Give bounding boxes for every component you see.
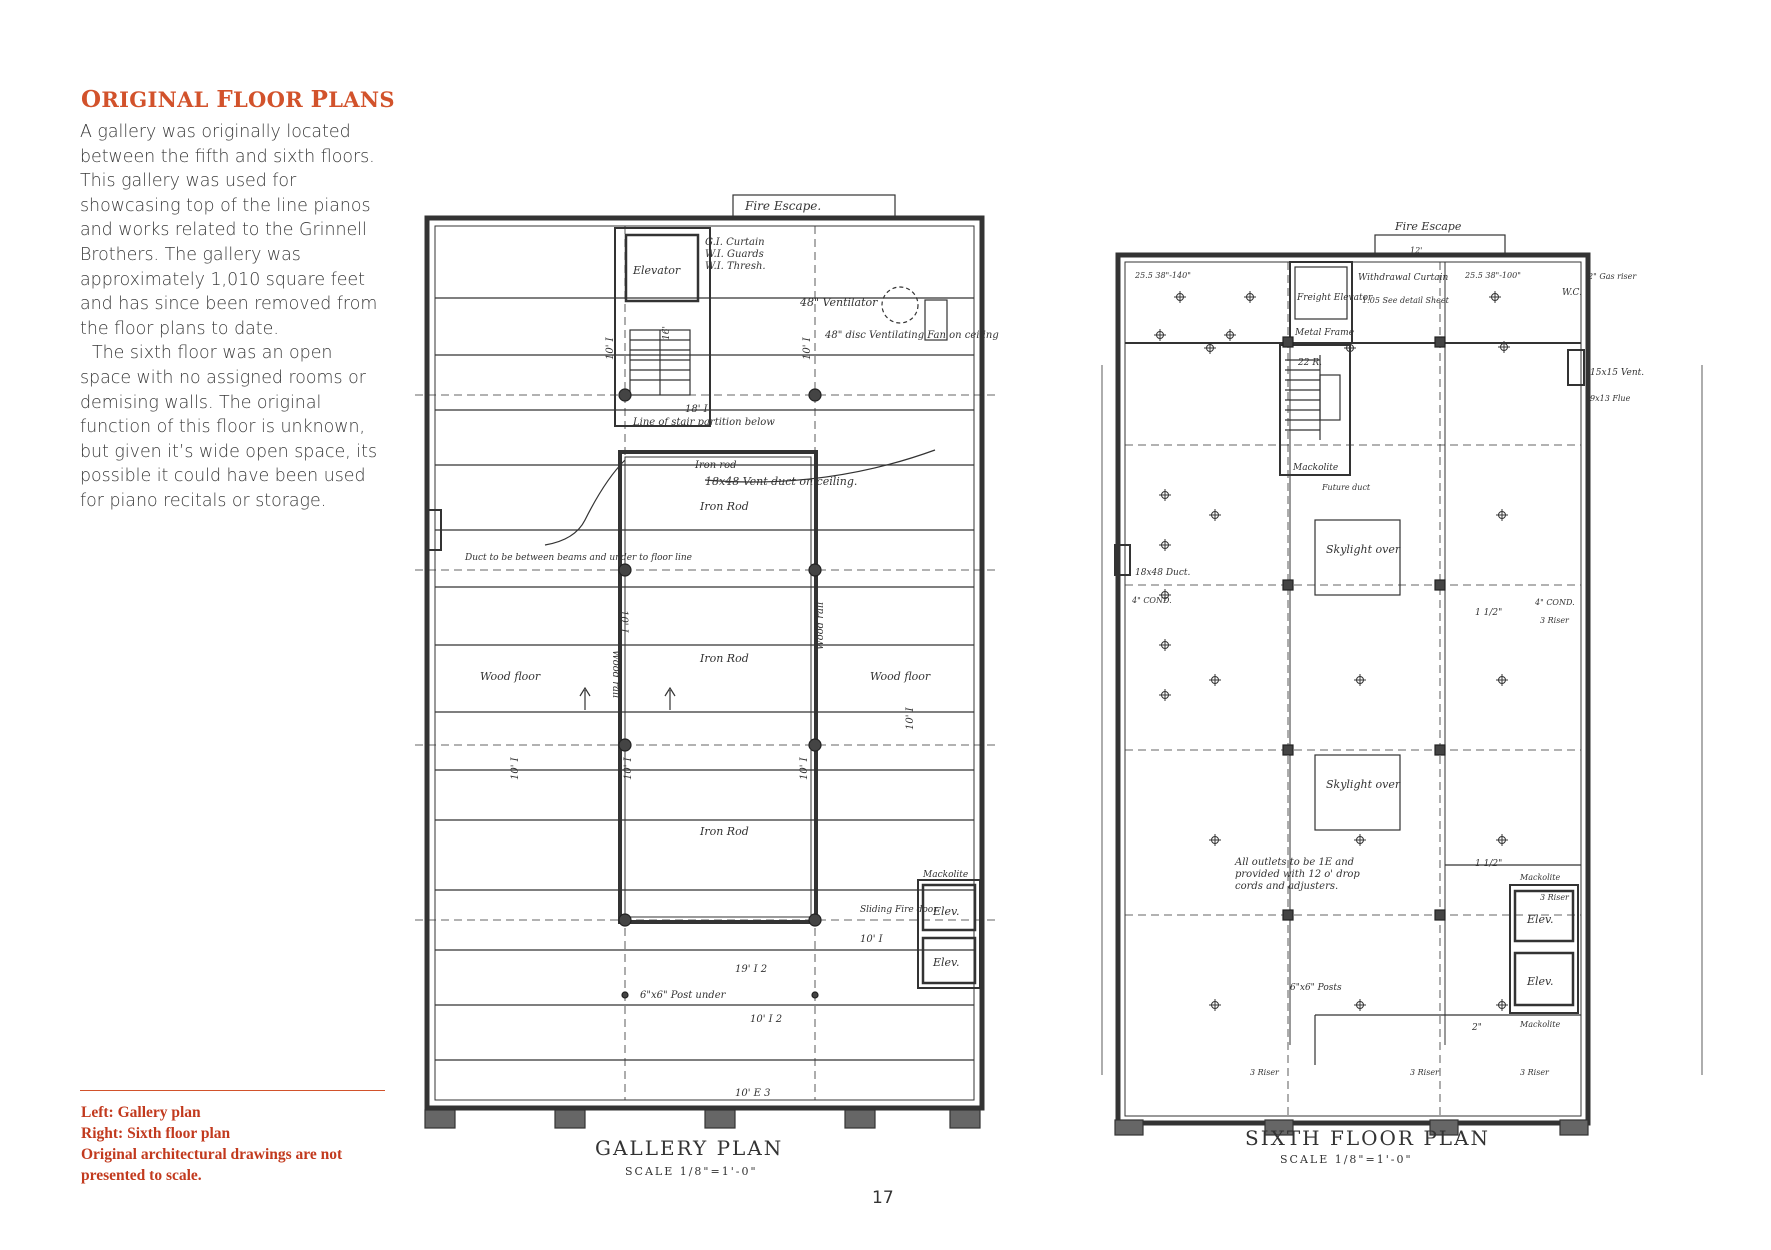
label-riser-right: 3 Riser [1540, 616, 1570, 625]
label-cond-right: 4" COND. [1534, 598, 1575, 607]
label-posts: 6"x6" Posts [1290, 983, 1342, 993]
label-dim-10-4: 10' I [799, 756, 810, 780]
title-initial: F [216, 86, 233, 113]
label-dim-16: 16' [662, 326, 672, 340]
label-iron-rod-3: Iron Rod [699, 652, 749, 665]
label-riser-4: 3 Riser [1540, 893, 1570, 902]
label-duct-18: 18x48 Duct. [1135, 568, 1191, 578]
label-thresh: W.I. Thresh. [705, 261, 766, 272]
label-mackolite-2: Mackolite [1519, 873, 1560, 882]
label-fire-escape-sixth: Fire Escape [1394, 220, 1462, 233]
label-dim-10-6: 10' I 2 [750, 1014, 782, 1025]
label-ventilator: 48" Ventilator [799, 296, 878, 309]
label-future-duct: Future duct [1321, 483, 1371, 492]
label-riser-3: 3 Riser [1520, 1068, 1550, 1077]
label-see-detail: 1:05 See detail Sheet [1362, 296, 1450, 305]
label-iron-rod-4: Iron Rod [699, 825, 749, 838]
outlets-note-line: provided with 12 o' drop [1235, 869, 1360, 880]
label-dim-1-1: 1 1/2" [1475, 608, 1502, 618]
label-metal-frame: Metal Frame [1294, 328, 1354, 338]
label-fire-escape: Fire Escape. [744, 199, 821, 213]
sixth-plan-scale: SCALE 1/8"=1'-0" [1280, 1153, 1413, 1166]
label-sliding-fire-door: Sliding Fire door [860, 905, 938, 915]
label-freight-elevator: Freight Elevator [1296, 293, 1373, 303]
sixth-plan-title: SIXTH FLOOR PLAN [1245, 1126, 1490, 1150]
caption-line-note: Original architectural drawings are not … [81, 1146, 343, 1184]
label-wc: W.C. [1562, 288, 1582, 298]
label-skylight-2: Skylight over [1326, 778, 1401, 791]
label-dim-19: 19' I 2 [735, 964, 767, 975]
intro-paragraph-sixth-floor: The sixth floor was an open space with n… [80, 343, 378, 511]
label-dim-10-10: 10' I [802, 336, 813, 360]
label-dim-10-7: 10' I [860, 934, 884, 945]
label-dim-12: 12' [1410, 246, 1422, 255]
intro-text: A gallery was originally located between… [80, 120, 385, 514]
title-word: LOOR [232, 87, 311, 112]
label-elev-2: Elev. [932, 956, 959, 969]
label-duct-between: Duct to be between beams and under to fl… [464, 553, 692, 563]
label-mackolite: Mackolite [922, 870, 968, 880]
outlets-note-line: cords and adjusters. [1235, 881, 1338, 892]
label-dim-2: 2" [1471, 1023, 1482, 1033]
title-word: LANS [328, 87, 395, 112]
label-dim-18: 18' I [685, 404, 709, 415]
label-iron-rod: Iron rod [694, 460, 737, 471]
label-dim-10-3: 10' I [623, 756, 634, 780]
label-dim-1-2: 1 1/2" [1475, 859, 1502, 869]
label-elev-1: Elev. [932, 905, 959, 918]
label-vent-duct: 18x48 Vent duct on ceiling. [705, 475, 857, 488]
caption-line-right: Right: Sixth floor plan [81, 1125, 231, 1142]
gallery-plan-scale: SCALE 1/8"=1'-0" [625, 1165, 758, 1178]
label-outlet-a: 25.5 38"-140" [1134, 271, 1191, 280]
gallery-plan-drawing: Fire Escape. Elevator G.I. Curtain W.I. … [405, 190, 1025, 1190]
label-gas-riser: 2" Gas riser [1587, 272, 1637, 281]
label-dim-10-9: 10' I [605, 336, 616, 360]
label-dim-10-5: 10' I [905, 706, 916, 730]
sixth-floor-plan-svg: Fire Escape Freight Elevator Metal Frame… [1101, 220, 1703, 1166]
sixth-floor-plan-drawing: Fire Escape Freight Elevator Metal Frame… [1090, 215, 1730, 1195]
intro-paragraph-gallery: A gallery was originally located between… [80, 122, 378, 339]
label-riser-1: 3 Riser [1250, 1068, 1280, 1077]
title-word: RIGINAL [101, 87, 217, 112]
title-initial: O [81, 86, 102, 113]
label-dim-22: 22 R. [1297, 358, 1322, 368]
gallery-plan-svg: Fire Escape. Elevator G.I. Curtain W.I. … [415, 194, 999, 1178]
title-initial: P [310, 86, 329, 113]
label-dim-10-8: 10' E 3 [735, 1088, 771, 1099]
label-dim-10-1: 10' I [618, 610, 629, 634]
label-wood-floor-right: Wood floor [870, 670, 931, 683]
label-mackolite-3: Mackolite [1519, 1020, 1560, 1029]
label-iron-rod-2: Iron Rod [699, 500, 749, 513]
label-riser-2: 3 Riser [1410, 1068, 1440, 1077]
label-dim-10-2: 10' I [510, 756, 521, 780]
label-stair-partition: Line of stair partition below [632, 417, 775, 428]
label-post-under: 6"x6" Post under [640, 990, 727, 1001]
label-wood-floor-left: Wood floor [480, 670, 541, 683]
outlets-note-text: All outlets to be 1E and [1234, 857, 1354, 868]
caption-divider [80, 1090, 385, 1091]
gallery-plan-title: GALLERY PLAN [595, 1136, 783, 1160]
label-outlet-b: 25.5 38"-100" [1464, 271, 1521, 280]
label-flue: 9x13 Flue [1590, 394, 1631, 403]
caption-line-left: Left: Gallery plan [81, 1104, 201, 1121]
page-title: ORIGINAL FLOOR PLANS [81, 86, 421, 113]
label-wood-rail-right: Wood rail [815, 602, 826, 650]
label-curtain: G.I. Curtain [705, 237, 765, 248]
page-number: 17 [872, 1188, 894, 1208]
label-withdrawal: Withdrawal Curtain [1358, 273, 1448, 283]
label-outlets-note: All outlets to be 1E and provided with 1… [1234, 857, 1360, 892]
label-elevator: Elevator [632, 264, 681, 277]
label-elev-1-sixth: Elev. [1526, 913, 1553, 926]
figure-caption: Left: Gallery plan Right: Sixth floor pl… [81, 1102, 391, 1186]
label-cond-left: 4" COND. [1131, 596, 1172, 605]
label-mackolite-1: Mackolite [1292, 463, 1338, 473]
label-skylight-1: Skylight over [1326, 543, 1401, 556]
label-guards: W.I. Guards [705, 249, 764, 260]
label-disc-vent: 48" disc Ventilating Fan on ceiling [824, 330, 999, 341]
label-vent-15: 15x15 Vent. [1590, 368, 1644, 378]
label-wood-rail-left: Wood rail [610, 650, 621, 698]
label-elev-2-sixth: Elev. [1526, 975, 1553, 988]
